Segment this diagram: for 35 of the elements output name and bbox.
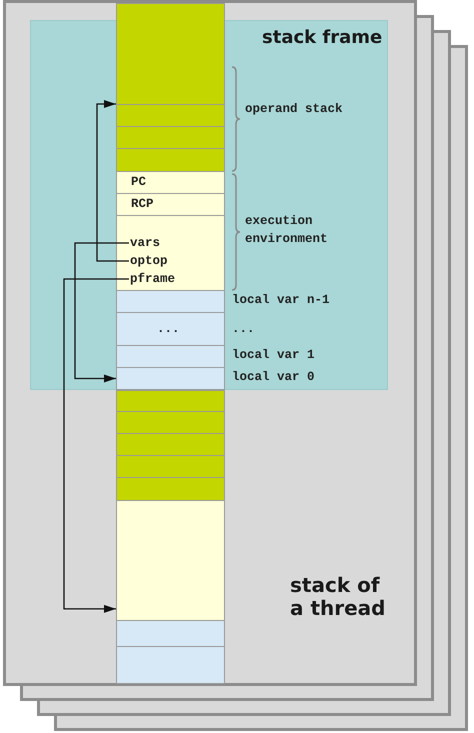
row-label: local var 1: [232, 348, 315, 362]
bracket-label: execution environment: [245, 213, 329, 248]
stack-slot: [116, 3, 225, 105]
arrow: [74, 242, 129, 382]
bracket-label: operand stack: [245, 101, 344, 118]
stack-slot: [116, 290, 225, 313]
stack-slot: [116, 148, 225, 172]
stack-slot: [116, 477, 225, 501]
field-name: optop: [130, 253, 168, 269]
environment-slot: [116, 215, 225, 291]
arrow: [96, 100, 129, 262]
stack-slot: [116, 367, 225, 390]
field-name: vars: [130, 235, 160, 251]
stack-slot: [116, 433, 225, 456]
stack-slot: [116, 411, 225, 434]
stack-slot: RCP: [116, 193, 225, 216]
stack-slot: ...: [116, 312, 225, 346]
thread-stack-panel: [3, 0, 417, 686]
stack-slot: PC: [116, 171, 225, 194]
arrow: [63, 278, 129, 613]
stack-slot: [116, 620, 225, 647]
stack-slot: [116, 500, 225, 621]
stack-slot: [116, 646, 225, 684]
field-name: pframe: [130, 271, 176, 287]
stack-slot: [116, 126, 225, 149]
panel-title: stack frame: [262, 28, 382, 49]
row-label: local var 0: [232, 370, 315, 384]
panel-title: stack of a thread: [290, 574, 386, 620]
stack-slot: [116, 455, 225, 478]
row-label: local var n-1: [232, 293, 330, 307]
row-label: ...: [232, 322, 255, 336]
stack-frame-panel: [30, 20, 388, 390]
stack-slot: [116, 104, 225, 127]
stack-slot: [116, 345, 225, 368]
stack-slot: [116, 390, 225, 412]
